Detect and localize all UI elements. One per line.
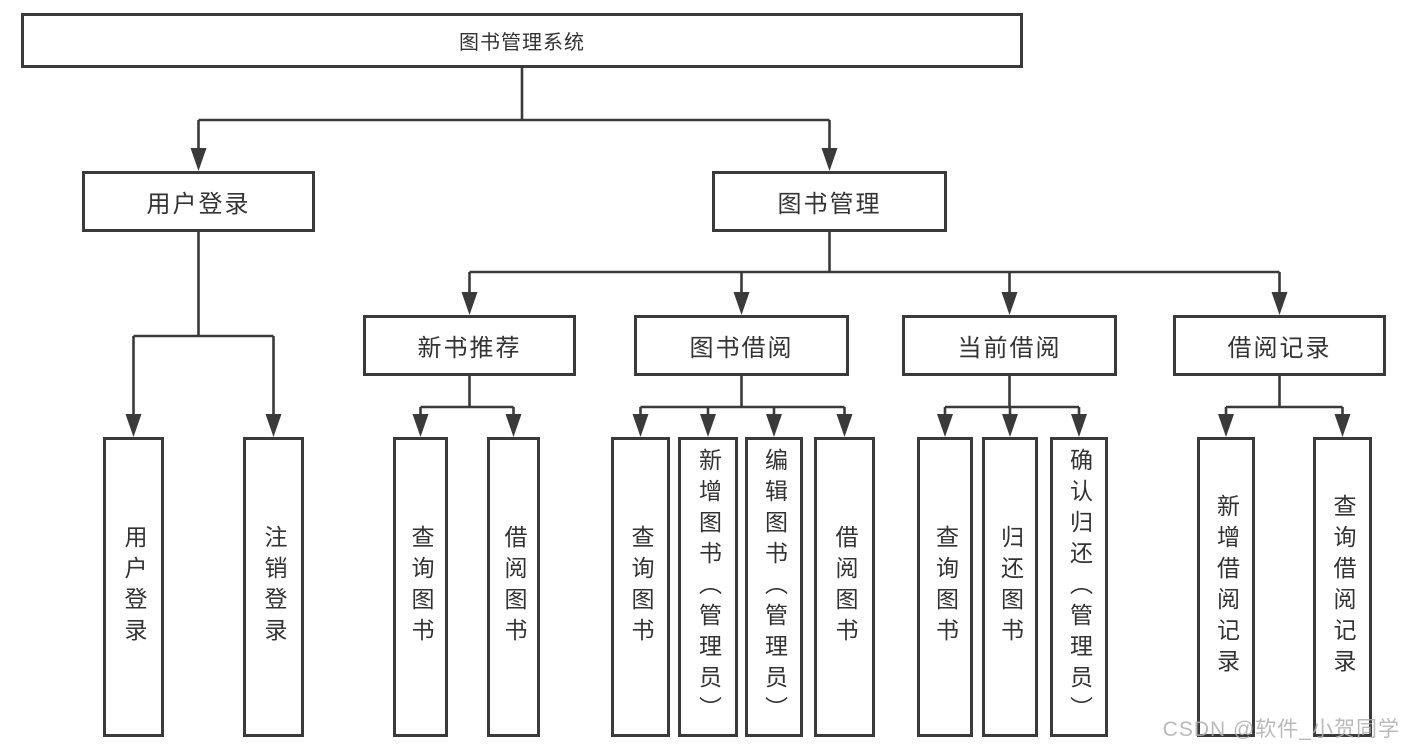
node-borrowing-records-label: 借阅记录 (1227, 335, 1332, 362)
leaf-logout: 注销登录 (243, 437, 304, 737)
leaf-query-books-3-label: 查询图书 (932, 525, 959, 649)
leaf-edit-books-admin-label: 编辑图书（管理员） (761, 447, 788, 727)
node-root: 图书管理系统 (21, 13, 1023, 68)
leaf-return-books: 归还图书 (982, 437, 1038, 737)
node-root-label: 图书管理系统 (459, 32, 585, 54)
leaf-borrow-books-2: 借阅图书 (814, 437, 875, 737)
node-book-borrowing: 图书借阅 (634, 315, 849, 376)
leaf-query-books-2: 查询图书 (611, 437, 670, 737)
leaf-borrow-books-2-label: 借阅图书 (832, 525, 858, 649)
leaf-logout-label: 注销登录 (261, 525, 287, 649)
leaf-user-login-label: 用户登录 (121, 525, 147, 649)
node-book-management: 图书管理 (712, 171, 947, 232)
leaf-query-books-1-label: 查询图书 (408, 525, 434, 649)
node-book-borrowing-label: 图书借阅 (689, 335, 794, 362)
leaf-return-books-label: 归还图书 (997, 525, 1024, 649)
leaf-borrow-books-1: 借阅图书 (487, 437, 540, 737)
leaf-query-books-1: 查询图书 (393, 437, 448, 737)
leaf-query-books-3: 查询图书 (917, 437, 973, 737)
leaf-confirm-return-admin-label: 确认归还（管理员） (1066, 447, 1093, 727)
leaf-add-borrow-record: 新增借阅记录 (1197, 437, 1255, 737)
node-current-borrowing: 当前借阅 (902, 315, 1117, 376)
leaf-query-borrow-record: 查询借阅记录 (1313, 437, 1372, 737)
leaf-borrow-books-1-label: 借阅图书 (501, 525, 527, 649)
node-new-book-recommend-label: 新书推荐 (417, 335, 522, 362)
leaf-add-books-admin-label: 新增图书（管理员） (695, 447, 722, 727)
node-user-login-label: 用户登录 (146, 191, 251, 218)
leaf-user-login: 用户登录 (103, 437, 164, 737)
node-user-login: 用户登录 (82, 171, 315, 232)
leaf-edit-books-admin: 编辑图书（管理员） (745, 437, 803, 737)
leaf-add-books-admin: 新增图书（管理员） (678, 437, 738, 737)
node-new-book-recommend: 新书推荐 (363, 315, 576, 376)
node-borrowing-records: 借阅记录 (1173, 315, 1386, 376)
node-book-management-label: 图书管理 (777, 191, 882, 218)
leaf-confirm-return-admin: 确认归还（管理员） (1050, 437, 1108, 737)
leaf-query-books-2-label: 查询图书 (628, 525, 654, 649)
csdn-watermark: CSDN @软件_小贺同学 (1162, 718, 1400, 741)
node-current-borrowing-label: 当前借阅 (957, 335, 1062, 362)
leaf-add-borrow-record-label: 新增借阅记录 (1213, 494, 1240, 680)
leaf-query-borrow-record-label: 查询借阅记录 (1330, 494, 1356, 680)
